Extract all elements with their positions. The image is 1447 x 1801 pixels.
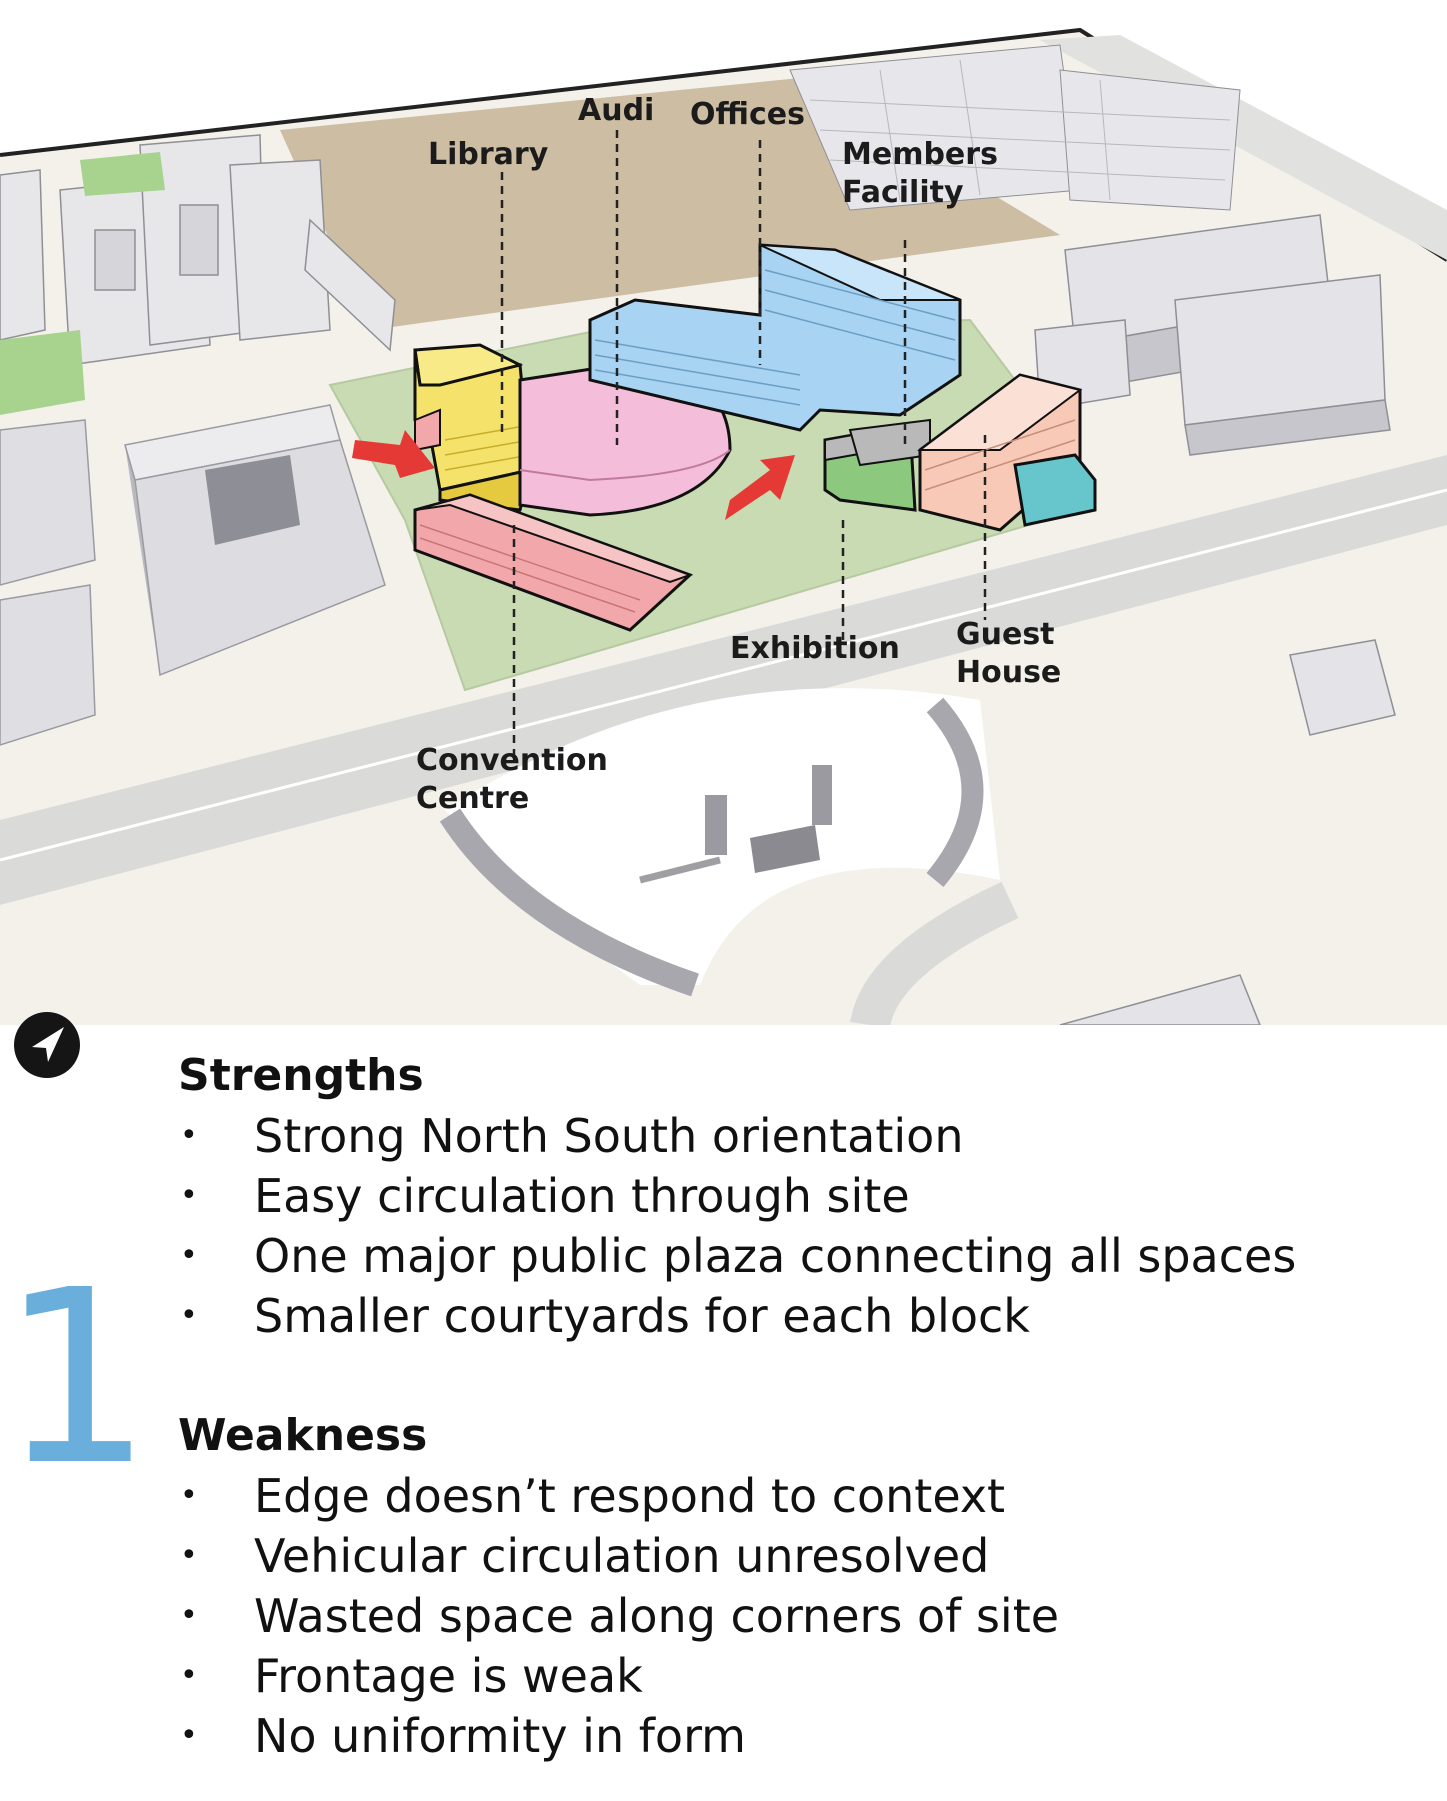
list-item: •One major public plaza connecting all s…: [180, 1229, 1297, 1283]
strengths-heading: Strengths: [178, 1050, 424, 1101]
label-convention-centre: Convention Centre: [416, 743, 608, 816]
left-park: [0, 330, 85, 415]
entry-arrow-south: [725, 455, 795, 520]
label-members-facility: Members Facility: [842, 137, 998, 210]
strengths-list: •Strong North South orientation •Easy ci…: [178, 1106, 1296, 1346]
main-road: [0, 455, 1447, 905]
list-item: •No uniformity in form: [180, 1709, 746, 1763]
list-item: •Strong North South orientation: [180, 1109, 964, 1163]
left-buildings: [0, 134, 396, 366]
label-exhibition: Exhibition: [730, 631, 900, 666]
background-top: [0, 0, 1447, 260]
option-number: 1: [0, 1238, 153, 1518]
weakness-section: Weakness •Edge doesn’t respond to contex…: [178, 1406, 1059, 1766]
list-item: •Smaller courtyards for each block: [180, 1289, 1030, 1343]
label-offices: Offices: [690, 97, 805, 132]
block-offices: [588, 243, 962, 432]
label-guest-house: Guest House: [956, 617, 1062, 690]
plaza-ring: [439, 688, 1000, 997]
courtyard-building: [124, 404, 386, 677]
weakness-list: •Edge doesn’t respond to context •Vehicu…: [178, 1466, 1059, 1766]
block-guest: [917, 373, 1097, 532]
list-item: •Frontage is weak: [180, 1649, 643, 1703]
leader-lines: [500, 130, 987, 760]
label-library: Library: [428, 137, 549, 172]
north-arrow-icon: [14, 1012, 80, 1078]
label-audi: Audi: [578, 93, 655, 128]
site-massing-diagram: [0, 0, 1447, 1025]
far-left-buildings: [0, 419, 96, 746]
list-item: •Vehicular circulation unresolved: [180, 1529, 990, 1583]
list-item: •Wasted space along corners of site: [180, 1589, 1060, 1643]
strengths-section: Strengths •Strong North South orientatio…: [178, 1046, 1296, 1346]
entry-arrow-west: [352, 430, 435, 478]
block-convention: [413, 493, 693, 632]
list-item: •Edge doesn’t respond to context: [180, 1469, 1006, 1523]
right-buildings: [1034, 214, 1396, 1025]
list-item: •Easy circulation through site: [180, 1169, 910, 1223]
block-exhibition: [823, 418, 931, 512]
weakness-heading: Weakness: [178, 1410, 428, 1461]
